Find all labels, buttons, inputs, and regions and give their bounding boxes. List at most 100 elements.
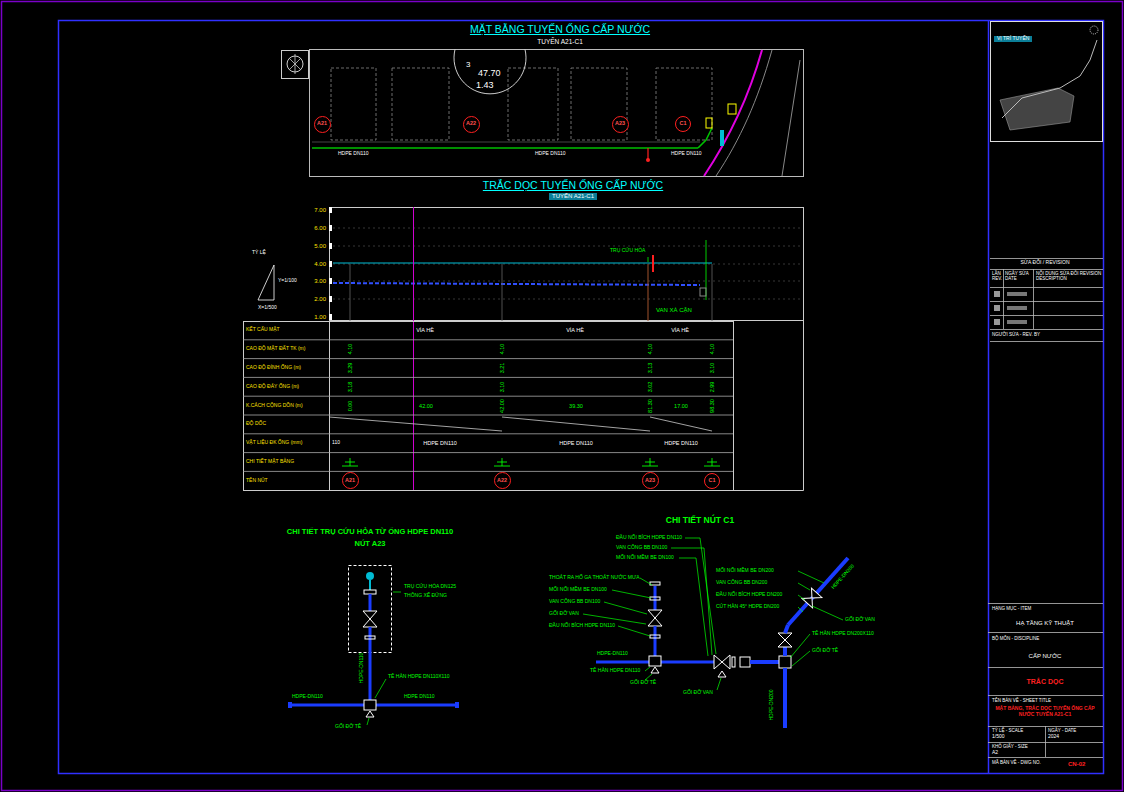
node-label: A22: [466, 121, 476, 127]
annotation-text: 3.02: [647, 381, 653, 392]
annotation-text: CHI TIẾT MẶT BẰNG: [246, 459, 294, 465]
drawing-line: [243, 415, 733, 416]
drawing-line: [792, 651, 810, 666]
annotation-text: KHỔ GIẤY - SIZE: [992, 744, 1028, 749]
annotation-text: GỐI ĐỠ TÊ: [630, 680, 656, 686]
drawing-g: [988, 259, 1103, 758]
annotation-text: GỐI ĐỠ TÊ: [335, 724, 361, 730]
drawing-line: [413, 207, 414, 490]
annotation-text: NÚT A23: [355, 540, 386, 549]
drawing-line: [988, 632, 1103, 633]
annotation-text: 7.00: [314, 207, 326, 214]
drawing-circle: [1090, 26, 1098, 34]
drawing-line: [990, 287, 1103, 288]
annotation-text: ĐẦU NỐI BÍCH HDPE DN200: [716, 592, 782, 598]
node-circle: A22: [463, 116, 480, 133]
annotation-text: 81.30: [647, 399, 653, 413]
annotation-text: 6.00: [314, 225, 326, 232]
annotation-text: 110: [332, 440, 340, 446]
drawing-rect: [329, 296, 332, 302]
drawing-rect: [649, 656, 661, 666]
annotation-text: VAN CỔNG BB DN100: [549, 599, 600, 605]
annotation-text: 2.00: [314, 296, 326, 303]
annotation-text: 39.30: [569, 402, 583, 408]
annotation-text: BỘ MÔN - DISCIPLINE: [992, 636, 1039, 641]
drawing-path: [698, 128, 712, 148]
drawing-line: [393, 592, 401, 593]
drawing-rect: [282, 51, 309, 79]
drawing-rect: [779, 656, 791, 668]
annotation-text: TỶ LỆ: [252, 250, 266, 256]
drawing-line: [367, 718, 369, 725]
drawing-rect: [331, 68, 376, 140]
drawing-line: [243, 358, 733, 359]
annotation-text: SỬA ĐỔI / REVISION: [1020, 260, 1069, 266]
drawing-rect: [330, 208, 804, 321]
drawing-line: [350, 264, 351, 321]
drawing-line: [803, 321, 804, 491]
drawing-line: [604, 602, 647, 614]
drawing-g: [342, 458, 720, 466]
annotation-text: 3.10: [499, 381, 505, 392]
drawing-path: [642, 458, 658, 466]
annotation-text: VAN XẢ CẶN: [656, 307, 692, 314]
drawing-line: [243, 471, 733, 472]
annotation-text: HẠNG MỤC - ITEM: [992, 606, 1031, 611]
annotation-text: CAO ĐỘ ĐỈNH ỐNG (m): [246, 365, 301, 371]
node-circle: A23: [612, 116, 629, 133]
drawing-rect: [700, 288, 706, 296]
drawing-path: [289, 54, 301, 74]
drawing-line: [652, 255, 654, 272]
drawing-line: [654, 626, 657, 656]
drawing-path: [363, 611, 377, 627]
drawing-rect: [59, 21, 1104, 774]
drawing-line: [243, 377, 733, 378]
node-circle: A22: [494, 472, 511, 489]
drawing-rect: [244, 322, 734, 491]
annotation-text: 47.70: [478, 68, 501, 78]
annotation-text: TÊN NÚT: [246, 478, 268, 484]
drawing-line: [990, 269, 1103, 270]
drawing-circle: [366, 572, 374, 580]
annotation-text: NGÀY SỬA DATE: [1005, 271, 1032, 281]
drawing-line: [312, 147, 698, 149]
annotation-text: 3: [466, 60, 470, 69]
annotation-text: 4.00: [314, 261, 326, 268]
drawing-path: [454, 49, 526, 94]
drawing-rect: [508, 68, 558, 140]
annotation-text: MỐI NỐI MỀM BE DN100: [616, 555, 674, 561]
annotation-text: TÊ HÀN HDPE DN110X110: [388, 674, 450, 680]
drawing-line: [990, 329, 1103, 330]
node-circle: A21: [314, 116, 331, 133]
drawing-path: [704, 458, 720, 466]
drawing-line: [333, 299, 803, 300]
drawing-line: [798, 583, 810, 590]
drawing-line: [312, 142, 700, 143]
drawing-line: [650, 417, 712, 431]
annotation-text: CHI TIẾT NÚT C1: [666, 516, 734, 526]
drawing-rect: [732, 657, 735, 667]
annotation-text: HDPE-DN110: [359, 653, 365, 684]
annotation-text: GỐI ĐỠ TÊ: [812, 648, 838, 654]
drawing-line: [640, 578, 652, 585]
annotation-text: X=1/500: [258, 305, 277, 311]
node-label: C1: [679, 121, 686, 127]
drawing-line: [1033, 269, 1034, 329]
annotation-text: 3.13: [647, 363, 653, 374]
annotation-text: CN-02: [1068, 761, 1085, 768]
drawing-line: [790, 634, 810, 658]
annotation-text: HDPE DN110: [559, 440, 593, 446]
drawing-line: [333, 228, 803, 229]
annotation-text: ĐỘ DỐC: [246, 422, 266, 428]
drawing-line: [783, 668, 787, 728]
annotation-text: CẤP NƯỚC: [1029, 653, 1062, 660]
annotation-text: TÊN BẢN VẼ - SHEET TITLE: [992, 698, 1051, 703]
drawing-line: [990, 341, 1103, 342]
annotation-text: HDPE DN110: [535, 151, 565, 157]
annotation-text: 2.99: [709, 381, 715, 392]
drawing-line: [988, 667, 1103, 668]
annotation-text: THÔNG XẾ ĐỨNG: [404, 593, 447, 599]
drawing-line: [712, 264, 713, 321]
drawing-g: [329, 417, 712, 431]
